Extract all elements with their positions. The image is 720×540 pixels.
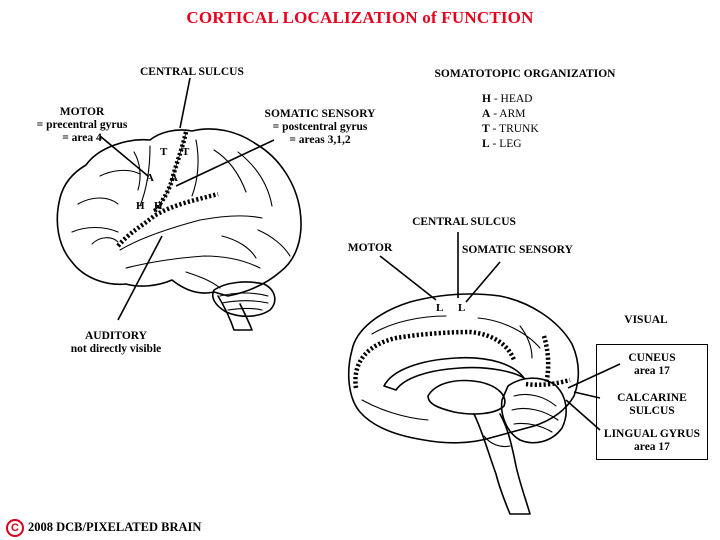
lateral-brain-outline <box>56 128 302 297</box>
thalamus <box>427 379 506 415</box>
visual-label: VISUAL <box>624 314 668 326</box>
medial-leg-letter-precentral: L <box>436 302 444 314</box>
motor-leader <box>99 135 149 177</box>
lateral-central-sulcus <box>152 131 189 214</box>
somatotopic-item-leg: L - LEG <box>482 138 522 150</box>
temporal-lobe-outline <box>119 215 263 251</box>
medial-paracentral-sulcus <box>353 329 517 389</box>
somatotopic-item-trunk: T - TRUNK <box>482 123 539 135</box>
motor-label: MOTOR = precentral gyrus = area 4 <box>36 106 128 144</box>
medial-brainstem <box>473 413 531 515</box>
cuneus-label: CUNEUS area 17 <box>628 352 676 377</box>
corpus-callosum <box>383 356 525 391</box>
medial-central-sulcus-label: CENTRAL SULCUS <box>412 216 516 228</box>
medial-calcarine-sulcus <box>525 377 571 388</box>
lingual-gyrus-leader <box>565 399 601 431</box>
lateral-cerebellum <box>211 281 276 318</box>
medial-brain <box>347 293 580 515</box>
calcarine-sulcus-label: CALCARINE SULCUS <box>617 392 687 417</box>
calcarine-leader <box>573 391 601 399</box>
copyright-text: 2008 DCB/PIXELATED BRAIN <box>28 519 202 534</box>
somatic-sensory-leader <box>175 139 275 187</box>
medial-motor-leader <box>379 255 437 301</box>
cuneus-leader <box>567 363 621 389</box>
lateral-brain <box>56 128 302 331</box>
lateral-head-letter-postcentral: H <box>154 200 163 212</box>
lateral-arm-letter-postcentral: A <box>170 172 178 184</box>
lingual-gyrus-label: LINGUAL GYRUS area 17 <box>603 428 701 453</box>
visual-area-box <box>596 344 708 460</box>
lateral-brainstem <box>217 295 253 331</box>
medial-somatic-sensory-label: SOMATIC SENSORY <box>462 244 573 256</box>
lateral-trunk-letter-precentral: T <box>160 146 168 158</box>
copyright-icon: C <box>6 519 24 537</box>
lateral-central-sulcus-label: CENTRAL SULCUS <box>140 66 244 78</box>
somatotopic-item-head: H - HEAD <box>482 93 533 105</box>
somatotopic-heading: SOMATOTOPIC ORGANIZATION <box>434 68 616 80</box>
lateral-head-letter-precentral: H <box>136 200 145 212</box>
lateral-arm-letter-precentral: A <box>146 172 154 184</box>
lateral-trunk-letter-postcentral: T <box>182 146 190 158</box>
medial-leg-letter-postcentral: L <box>458 302 466 314</box>
somatotopic-item-arm: A - ARM <box>482 108 526 120</box>
medial-cerebellum <box>500 377 567 444</box>
somatic-sensory-label: SOMATIC SENSORY = postcentral gyrus = ar… <box>264 108 376 146</box>
auditory-label: AUDITORY not directly visible <box>70 330 162 355</box>
medial-parieto-occipital-sulcus <box>541 335 551 385</box>
medial-brain-outline <box>347 293 580 444</box>
auditory-leader <box>117 235 163 321</box>
copyright-footer: C 2008 DCB/PIXELATED BRAIN <box>6 519 201 537</box>
page-title: CORTICAL LOCALIZATION of FUNCTION <box>186 8 534 27</box>
lateral-central-sulcus-leader <box>179 77 191 129</box>
medial-motor-label: MOTOR <box>347 242 393 254</box>
medial-somatic-sensory-leader <box>465 261 501 303</box>
somatotopic-key: H - HEAD A - ARM T - TRUNK L - LEG <box>482 92 539 152</box>
